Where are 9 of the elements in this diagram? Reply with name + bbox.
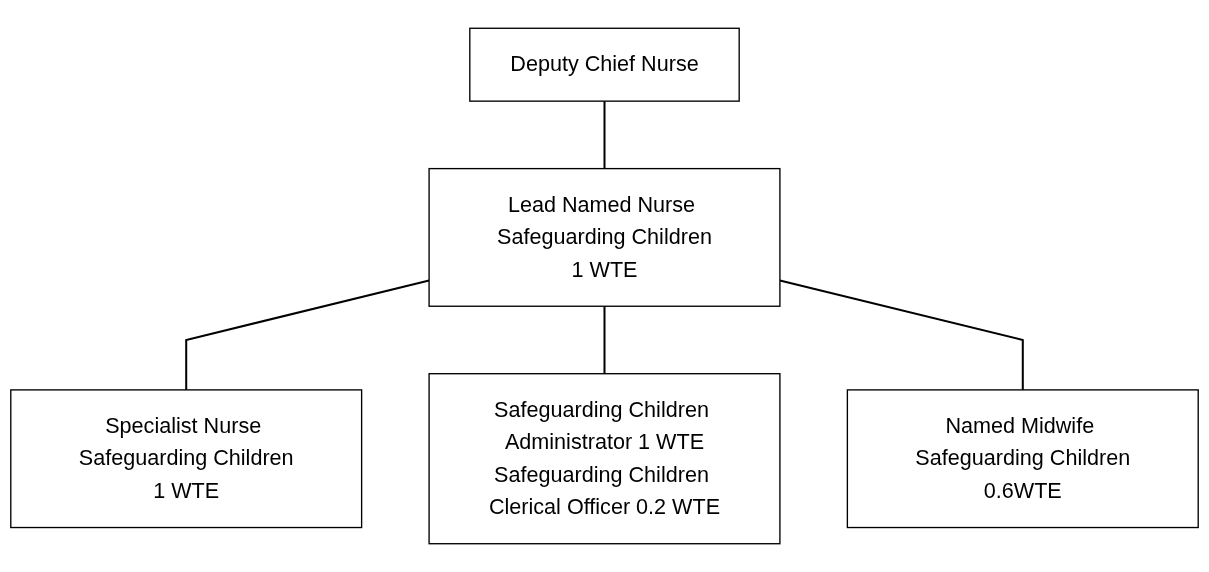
connector bbox=[779, 279, 1024, 390]
node-box: Specialist Nurse Safeguarding Children 1 WTE bbox=[10, 389, 363, 529]
connector bbox=[185, 279, 430, 390]
node-box: Deputy Chief Nurse bbox=[469, 27, 740, 102]
node-box: Lead Named Nurse Safeguarding Children 1 WTE bbox=[428, 167, 781, 307]
node-box: Safeguarding Children Administrator 1 WTE Safeguarding Children Clerical Officer 0.2 WTE bbox=[428, 373, 781, 545]
connector bbox=[603, 306, 606, 374]
node-box: Named Midwife Safeguarding Children 0.6WTE bbox=[846, 389, 1199, 529]
connector bbox=[603, 101, 606, 169]
